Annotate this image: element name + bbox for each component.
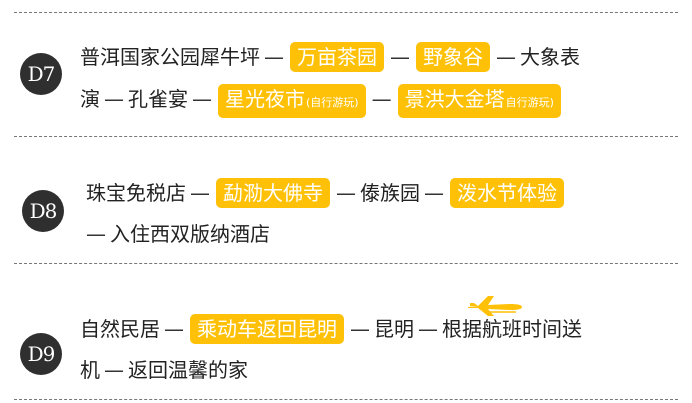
d9-line-2: 机—返回温馨的家 (80, 356, 248, 384)
d7-highlight-1: 万亩茶园 (290, 42, 384, 72)
dash: — (104, 358, 124, 382)
d7-highlight-3-text: 星光夜市 (225, 87, 305, 111)
dash: — (350, 317, 370, 341)
dash: — (390, 45, 410, 69)
d7-place-3: 演 (80, 87, 100, 111)
d7-highlight-4-text: 景洪大金塔 (404, 87, 505, 111)
day-badge-d8: D8 (22, 190, 64, 232)
d9-place-3: 根据航班时间送 (442, 317, 582, 341)
d9-place-4: 机 (80, 358, 100, 382)
dash: — (86, 222, 106, 246)
separator-1 (14, 136, 678, 137)
day-badge-d9: D9 (20, 333, 62, 375)
d8-highlight-2: 泼水节体验 (450, 178, 564, 208)
d7-line-1: 普洱国家公园犀牛坪—万亩茶园—野象谷—大象表 (80, 42, 580, 72)
airplane-icon (468, 296, 522, 316)
dash: — (336, 181, 356, 205)
d7-place-4: 孔雀宴 (128, 87, 188, 111)
d9-line-1: 自然民居—乘动车返回昆明—昆明—根据航班时间送 (80, 314, 582, 344)
d7-place-2: 大象表 (520, 45, 580, 69)
dash: — (104, 87, 124, 111)
d9-highlight-1: 乘动车返回昆明 (190, 314, 344, 344)
d7-highlight-3-note: (自行游玩) (306, 96, 359, 109)
d8-line-2: —入住西双版纳酒店 (86, 220, 270, 248)
d8-place-2: 傣族园 (360, 181, 420, 205)
separator-bottom (14, 399, 678, 400)
d8-highlight-1: 勐泐大佛寺 (216, 178, 330, 208)
d8-place-1: 珠宝免税店 (86, 181, 186, 205)
d7-highlight-2: 野象谷 (416, 42, 490, 72)
day-badge-d7: D7 (20, 53, 62, 95)
dash: — (418, 317, 438, 341)
d7-highlight-4: 景洪大金塔自行游玩) (397, 84, 561, 118)
separator-2 (14, 263, 678, 264)
dash: — (496, 45, 516, 69)
d8-place-3: 入住西双版纳酒店 (110, 222, 270, 246)
d8-line-1: 珠宝免税店—勐泐大佛寺—傣族园—泼水节体验 (86, 178, 566, 208)
dash: — (424, 181, 444, 205)
separator-top (14, 12, 678, 13)
dash: — (192, 87, 212, 111)
d9-place-1: 自然民居 (80, 317, 160, 341)
dash: — (164, 317, 184, 341)
d7-line-2: 演—孔雀宴—星光夜市(自行游玩)—景洪大金塔自行游玩) (80, 84, 563, 118)
dash: — (371, 87, 392, 111)
d7-highlight-4-note: 自行游玩) (505, 96, 554, 109)
d9-place-2: 昆明 (374, 317, 414, 341)
dash: — (264, 45, 284, 69)
dash: — (190, 181, 210, 205)
d9-place-5: 返回温馨的家 (128, 358, 248, 382)
d7-highlight-3: 星光夜市(自行游玩) (218, 84, 366, 118)
d7-place-1: 普洱国家公园犀牛坪 (80, 45, 260, 69)
